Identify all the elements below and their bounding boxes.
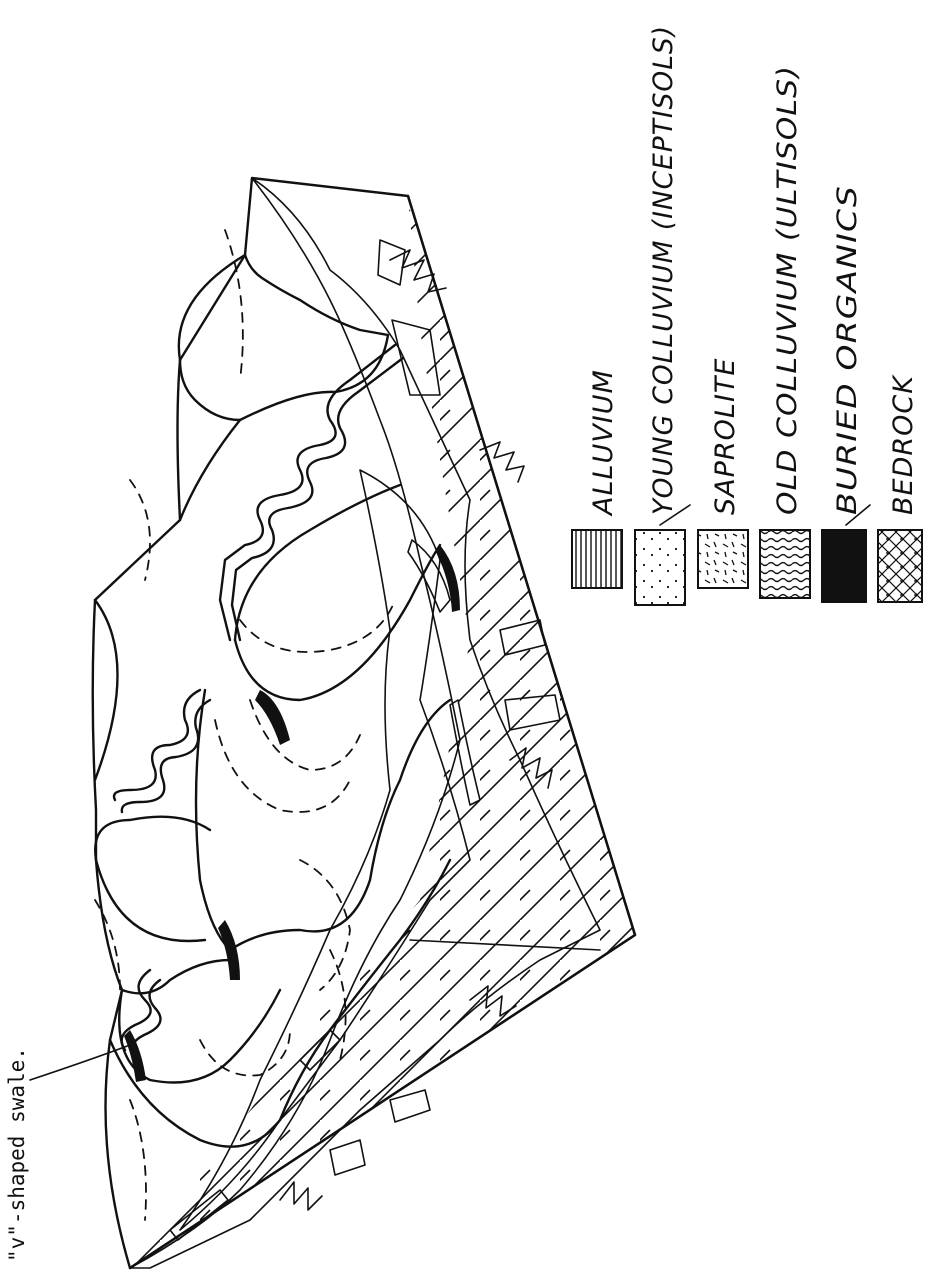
valley-side-2 xyxy=(235,545,440,700)
swale-caption: "v"-shaped swale. xyxy=(5,1047,29,1262)
legend-label-alluvium: ALLUVIUM xyxy=(588,369,619,517)
lower-hill-1 xyxy=(95,817,210,860)
contour-9 xyxy=(130,1100,146,1220)
legend-label-saprolite: SAPROLITE xyxy=(710,358,741,515)
legend-swatch-young-colluvium xyxy=(635,530,685,605)
ridge-3 xyxy=(95,600,118,780)
legend-label-buried-organics: BURIED ORGANICS xyxy=(832,185,863,515)
bedrock-pod-1 xyxy=(378,240,405,285)
legend-label-old-colluvium: OLD COLLUVIUM (ULTISOLS) xyxy=(772,65,803,515)
lower-hill-2 xyxy=(96,860,205,941)
bedrock-pod-4 xyxy=(390,1090,430,1122)
legend-swatch-saprolite xyxy=(698,530,748,588)
stream-lower xyxy=(114,690,200,800)
contour-3 xyxy=(240,600,395,652)
swale-pointer-line xyxy=(30,1045,130,1080)
legend-swatch-alluvium xyxy=(572,530,622,588)
weathering-front-5 xyxy=(280,1182,322,1210)
legend-label-bedrock: BEDROCK xyxy=(888,374,919,515)
stream-upper-bank xyxy=(232,358,403,640)
valley-side-1 xyxy=(235,485,400,640)
legend-swatch-bedrock xyxy=(878,530,922,602)
legend: ALLUVIUM YOUNG COLLUVIUM (INCEPTISOLS) S… xyxy=(572,25,922,605)
legend-swatch-old-colluvium xyxy=(760,530,810,598)
legend-swatch-buried-organics xyxy=(822,530,866,602)
contour-1 xyxy=(225,230,243,380)
legend-label-young-colluvium: YOUNG COLLUVIUM (INCEPTISOLS) xyxy=(648,25,679,515)
bedrock-pod-5 xyxy=(330,1140,365,1175)
contour-7 xyxy=(300,860,350,990)
contour-8 xyxy=(200,1030,290,1076)
ridge-2 xyxy=(180,420,240,520)
